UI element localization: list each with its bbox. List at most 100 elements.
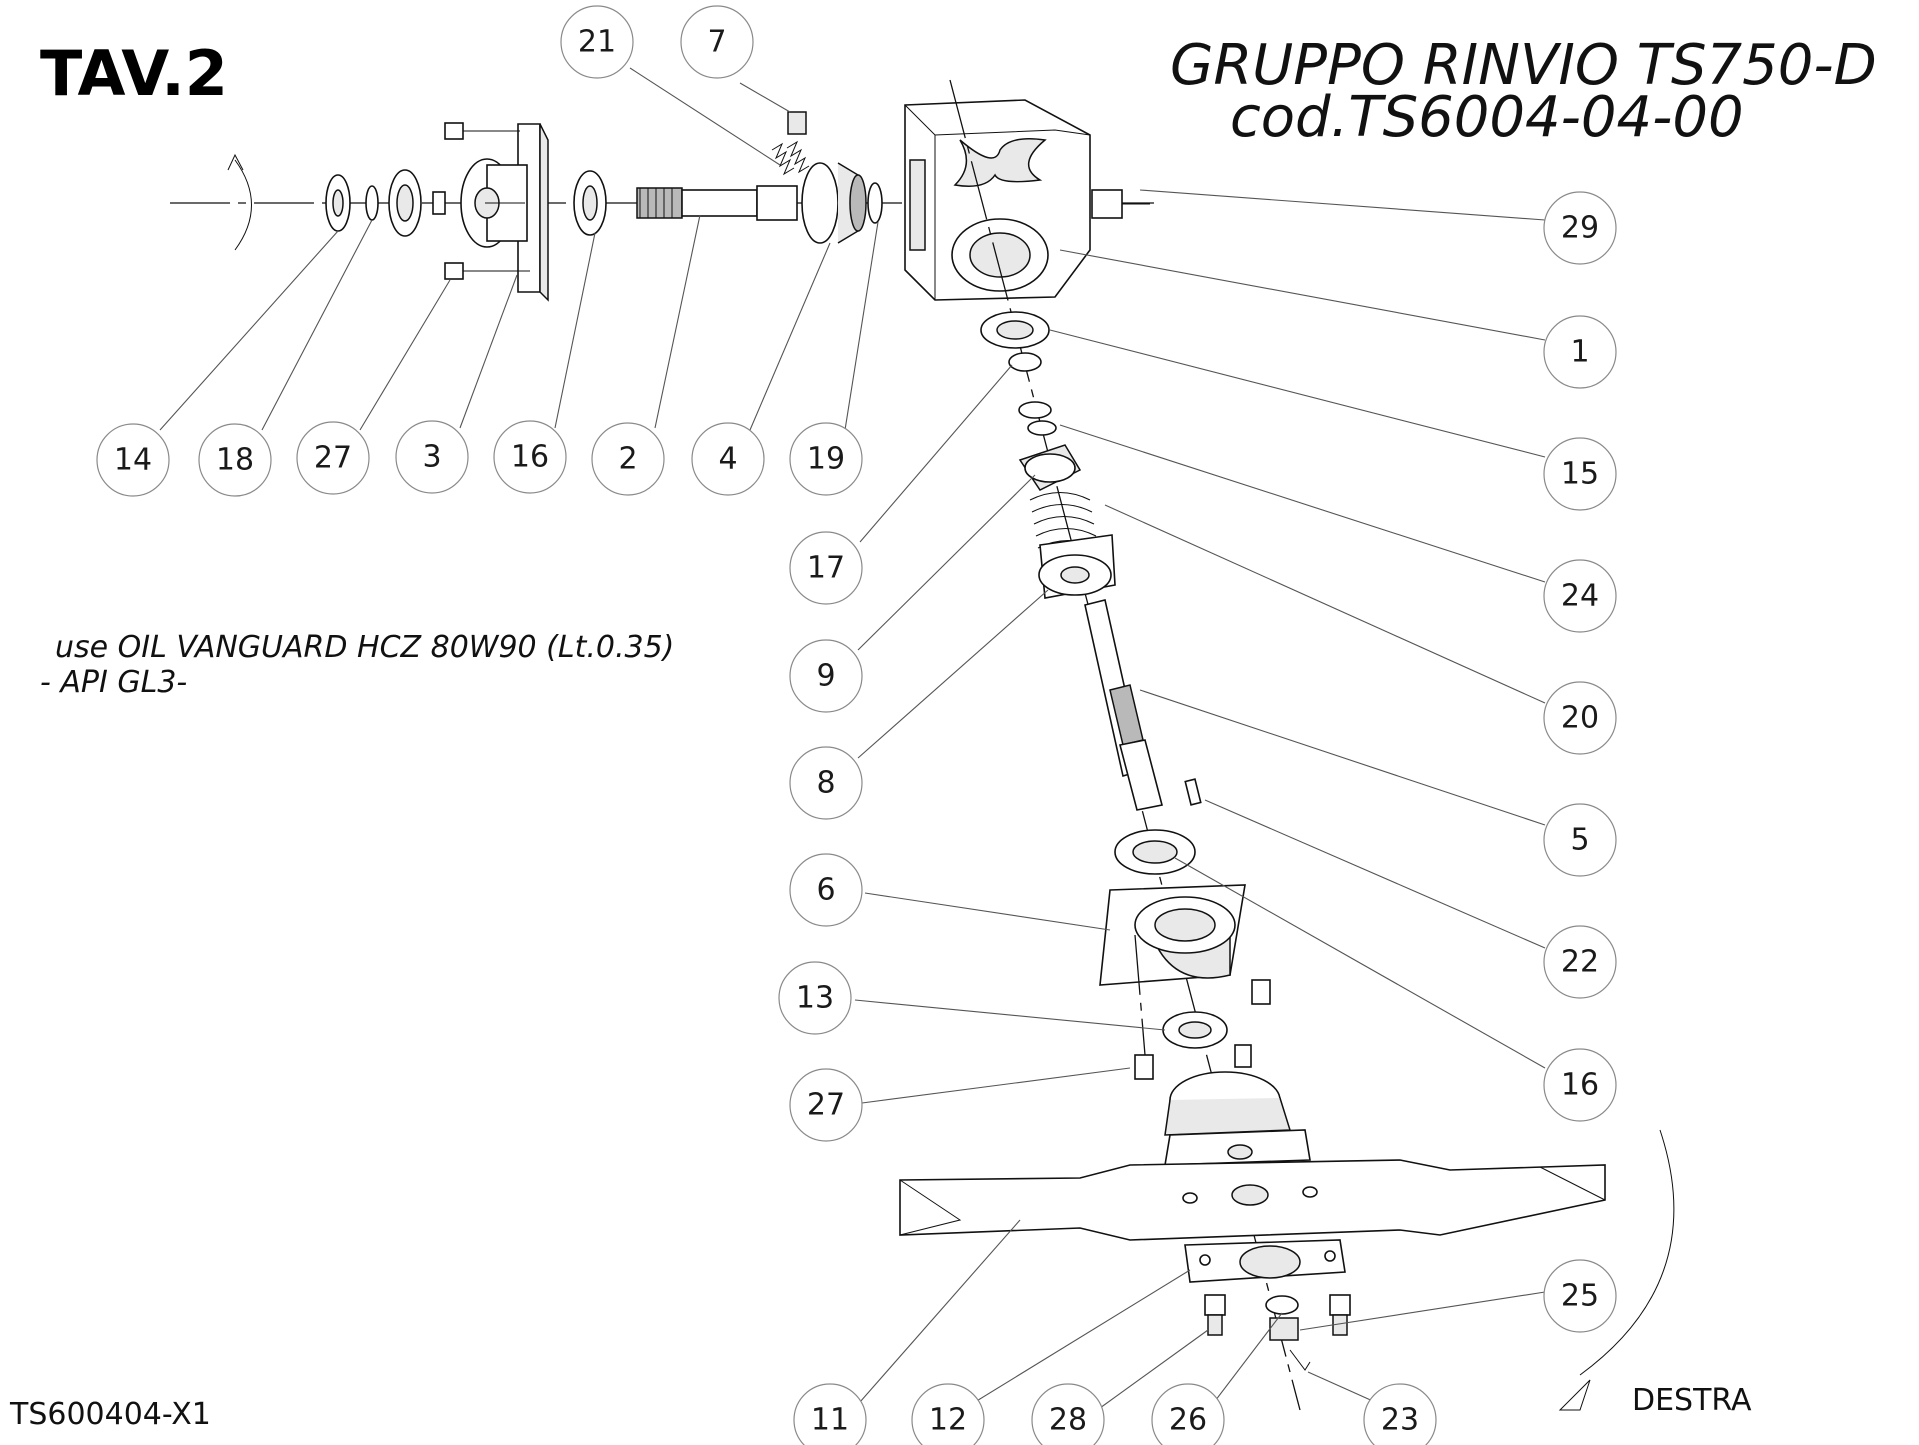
bolt-27-lower-left bbox=[1134, 934, 1154, 1080]
svg-text:2: 2 bbox=[618, 442, 637, 477]
callout-24: 24 bbox=[1543, 559, 1617, 633]
callout-17: 17 bbox=[789, 531, 863, 605]
bearing-housing-8 bbox=[1038, 534, 1116, 599]
pin-7 bbox=[787, 111, 807, 135]
callout-1: 1 bbox=[1543, 315, 1617, 389]
flange-bolt-upper bbox=[444, 122, 520, 140]
svg-text:27: 27 bbox=[314, 441, 352, 476]
bolt-28-right bbox=[1329, 1294, 1351, 1336]
callout-21: 21 bbox=[560, 5, 634, 79]
output-shaft-5 bbox=[1084, 599, 1163, 811]
assembly-title: GRUPPO RINVIO TS750-D bbox=[1170, 33, 1877, 98]
callout-3: 3 bbox=[395, 420, 469, 494]
svg-text:22: 22 bbox=[1561, 945, 1599, 980]
assembly-code: cod.TS6004-04-00 bbox=[1230, 85, 1744, 150]
svg-text:17: 17 bbox=[807, 551, 845, 586]
bearing-15 bbox=[980, 311, 1050, 349]
seal-13 bbox=[1162, 1011, 1228, 1049]
callout-8: 8 bbox=[789, 746, 863, 820]
callout-19: 19 bbox=[789, 422, 863, 496]
callout-7: 7 bbox=[680, 5, 754, 79]
plug-29 bbox=[1091, 189, 1150, 219]
oil-spec-line2: - API GL3- bbox=[40, 665, 187, 700]
callout-13: 13 bbox=[778, 961, 852, 1035]
bolt-27-lower-mid bbox=[1234, 1044, 1252, 1068]
svg-text:11: 11 bbox=[811, 1403, 849, 1438]
oil-spec-line1: use OIL VANGUARD HCZ 80W90 (Lt.0.35) bbox=[55, 630, 674, 665]
callout-22: 22 bbox=[1543, 925, 1617, 999]
key-22 bbox=[1184, 778, 1202, 806]
svg-text:7: 7 bbox=[707, 25, 726, 60]
castle-nut-25 bbox=[1269, 1317, 1299, 1341]
callout-16-top: 16 bbox=[493, 420, 567, 494]
input-shaft-2 bbox=[636, 185, 798, 221]
spring-20 bbox=[1029, 492, 1099, 549]
rotation-arrow-destra bbox=[1558, 1129, 1675, 1411]
callout-16-lower: 16 bbox=[1543, 1048, 1617, 1122]
blade-hub bbox=[1164, 1071, 1311, 1166]
svg-text:14: 14 bbox=[114, 443, 152, 478]
washer-26 bbox=[1265, 1295, 1299, 1315]
callout-5: 5 bbox=[1543, 803, 1617, 877]
input-shaft-group bbox=[170, 111, 1160, 302]
spring-21 bbox=[771, 140, 810, 176]
svg-text:13: 13 bbox=[796, 981, 834, 1016]
lower-flange-6 bbox=[1099, 884, 1246, 986]
svg-text:26: 26 bbox=[1169, 1403, 1207, 1438]
callout-12: 12 bbox=[911, 1383, 985, 1445]
blade-11 bbox=[899, 1159, 1606, 1241]
callout-11: 11 bbox=[793, 1383, 867, 1445]
svg-text:4: 4 bbox=[718, 442, 737, 477]
drawing-code: TS600404-X1 bbox=[9, 1397, 211, 1432]
flange-3 bbox=[460, 123, 549, 302]
flange-bolt-lower bbox=[444, 262, 530, 280]
bolt-28-left bbox=[1204, 1294, 1226, 1336]
bearing-16-lower bbox=[1114, 829, 1196, 875]
svg-text:5: 5 bbox=[1570, 823, 1589, 858]
svg-text:15: 15 bbox=[1561, 457, 1599, 492]
svg-text:18: 18 bbox=[216, 443, 254, 478]
cotter-pin-23 bbox=[1289, 1349, 1311, 1371]
circlip-18 bbox=[365, 185, 379, 221]
leader-lines bbox=[159, 67, 1546, 1409]
rotation-arrow-top bbox=[234, 159, 252, 251]
callout-2: 2 bbox=[591, 422, 665, 496]
callout-6: 6 bbox=[789, 853, 863, 927]
svg-text:9: 9 bbox=[816, 659, 835, 694]
svg-text:28: 28 bbox=[1049, 1403, 1087, 1438]
callout-28: 28 bbox=[1031, 1383, 1105, 1445]
svg-text:29: 29 bbox=[1561, 211, 1599, 246]
callout-14: 14 bbox=[96, 423, 170, 497]
svg-text:16: 16 bbox=[1561, 1068, 1599, 1103]
svg-text:20: 20 bbox=[1561, 701, 1599, 736]
callout-18: 18 bbox=[198, 423, 272, 497]
ring-24 bbox=[1018, 401, 1052, 419]
svg-text:19: 19 bbox=[807, 442, 845, 477]
bevel-gear-9 bbox=[1018, 444, 1082, 491]
svg-text:25: 25 bbox=[1561, 1279, 1599, 1314]
callout-26: 26 bbox=[1151, 1383, 1225, 1445]
callout-9: 9 bbox=[789, 639, 863, 713]
svg-text:8: 8 bbox=[816, 766, 835, 801]
svg-text:1: 1 bbox=[1570, 335, 1589, 370]
callout-4: 4 bbox=[691, 422, 765, 496]
svg-text:16: 16 bbox=[511, 440, 549, 475]
seal-19 bbox=[867, 182, 883, 224]
svg-text:21: 21 bbox=[578, 25, 616, 60]
callout-25: 25 bbox=[1543, 1259, 1617, 1333]
callout-15: 15 bbox=[1543, 437, 1617, 511]
svg-text:6: 6 bbox=[816, 873, 835, 908]
svg-text:23: 23 bbox=[1381, 1403, 1419, 1438]
callout-23: 23 bbox=[1363, 1383, 1437, 1445]
svg-text:24: 24 bbox=[1561, 579, 1599, 614]
gearbox-housing-1 bbox=[904, 99, 1091, 301]
svg-text:12: 12 bbox=[929, 1403, 967, 1438]
bevel-gear-4 bbox=[801, 162, 867, 244]
bolt-27-lower-right bbox=[1251, 979, 1271, 1005]
callout-27-top: 27 bbox=[296, 421, 370, 495]
svg-text:3: 3 bbox=[422, 440, 441, 475]
callout-20: 20 bbox=[1543, 681, 1617, 755]
circlip-17 bbox=[1008, 352, 1042, 372]
callout-29: 29 bbox=[1543, 191, 1617, 265]
